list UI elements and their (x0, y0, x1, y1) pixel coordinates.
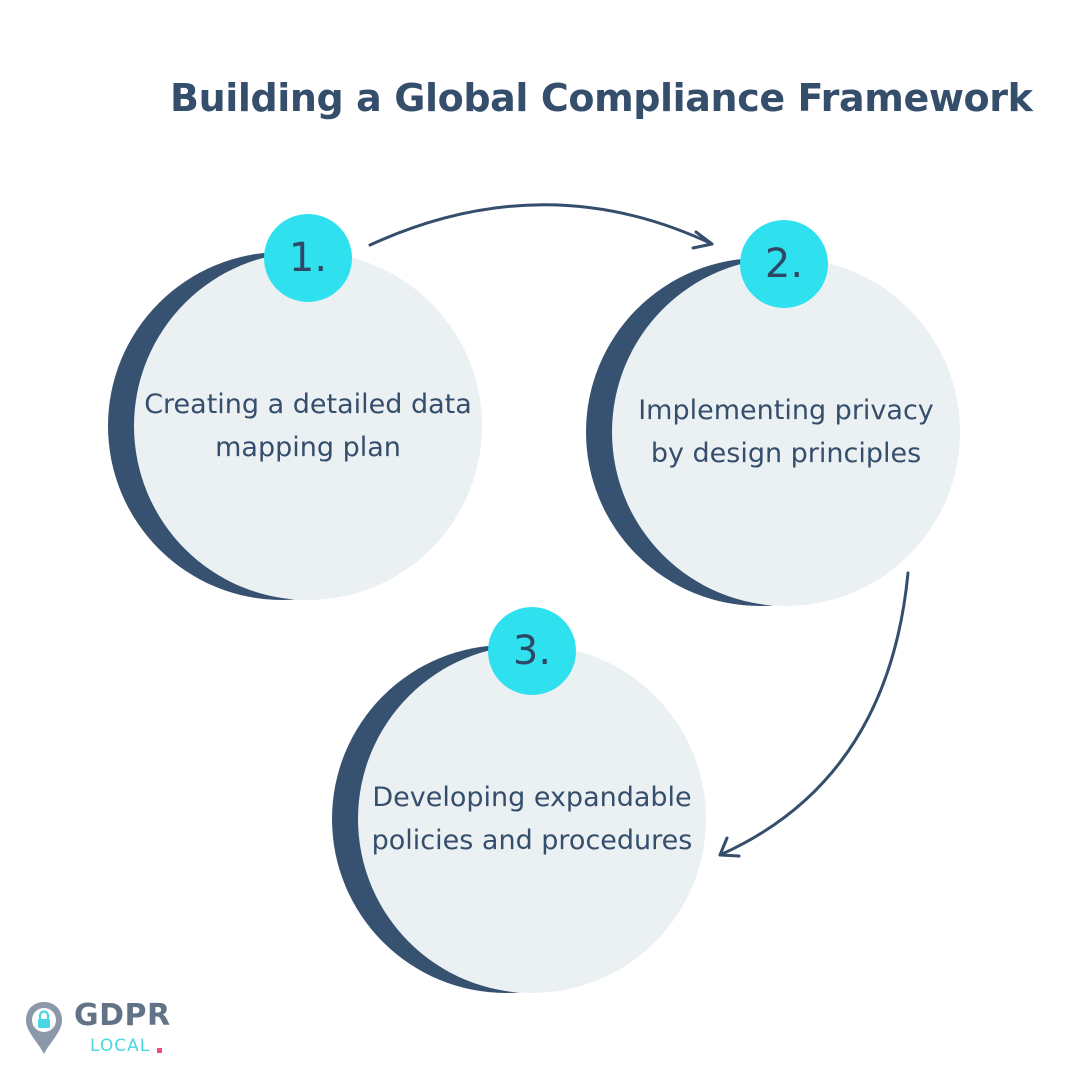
logo-local-text: LOCAL (90, 1036, 151, 1056)
step-3-circle (358, 645, 706, 993)
arrow-1-to-2 (368, 203, 714, 247)
step-2-number-badge: 2. (740, 220, 828, 308)
step-3-text: Developing expandable policies and proce… (371, 782, 693, 856)
arrow-2-to-3 (718, 571, 910, 857)
step-3: Developing expandable policies and proce… (332, 607, 712, 993)
step-1-circle (134, 252, 482, 600)
step-3-number-badge: 3. (488, 607, 576, 695)
logo-gdpr-text: GDPR (74, 998, 171, 1033)
step-1-number-badge: 1. (264, 214, 352, 302)
page-title: Building a Global Compliance Framework (170, 76, 1033, 120)
gdpr-local-logo: GDPR LOCAL (24, 998, 204, 1062)
step-1: Creating a detailed data mapping plan 1. (108, 214, 488, 600)
arrowhead-1-to-2 (691, 230, 714, 250)
step-2-circle (612, 258, 960, 606)
step-1-text: Creating a detailed data mapping plan (144, 389, 472, 463)
arrowhead-2-to-3 (718, 836, 741, 858)
logo-dot (157, 1048, 162, 1053)
step-2: Implementing privacy by design principle… (586, 220, 966, 606)
step-2-text: Implementing privacy by design principle… (638, 395, 934, 469)
location-lock-icon (26, 1002, 62, 1054)
